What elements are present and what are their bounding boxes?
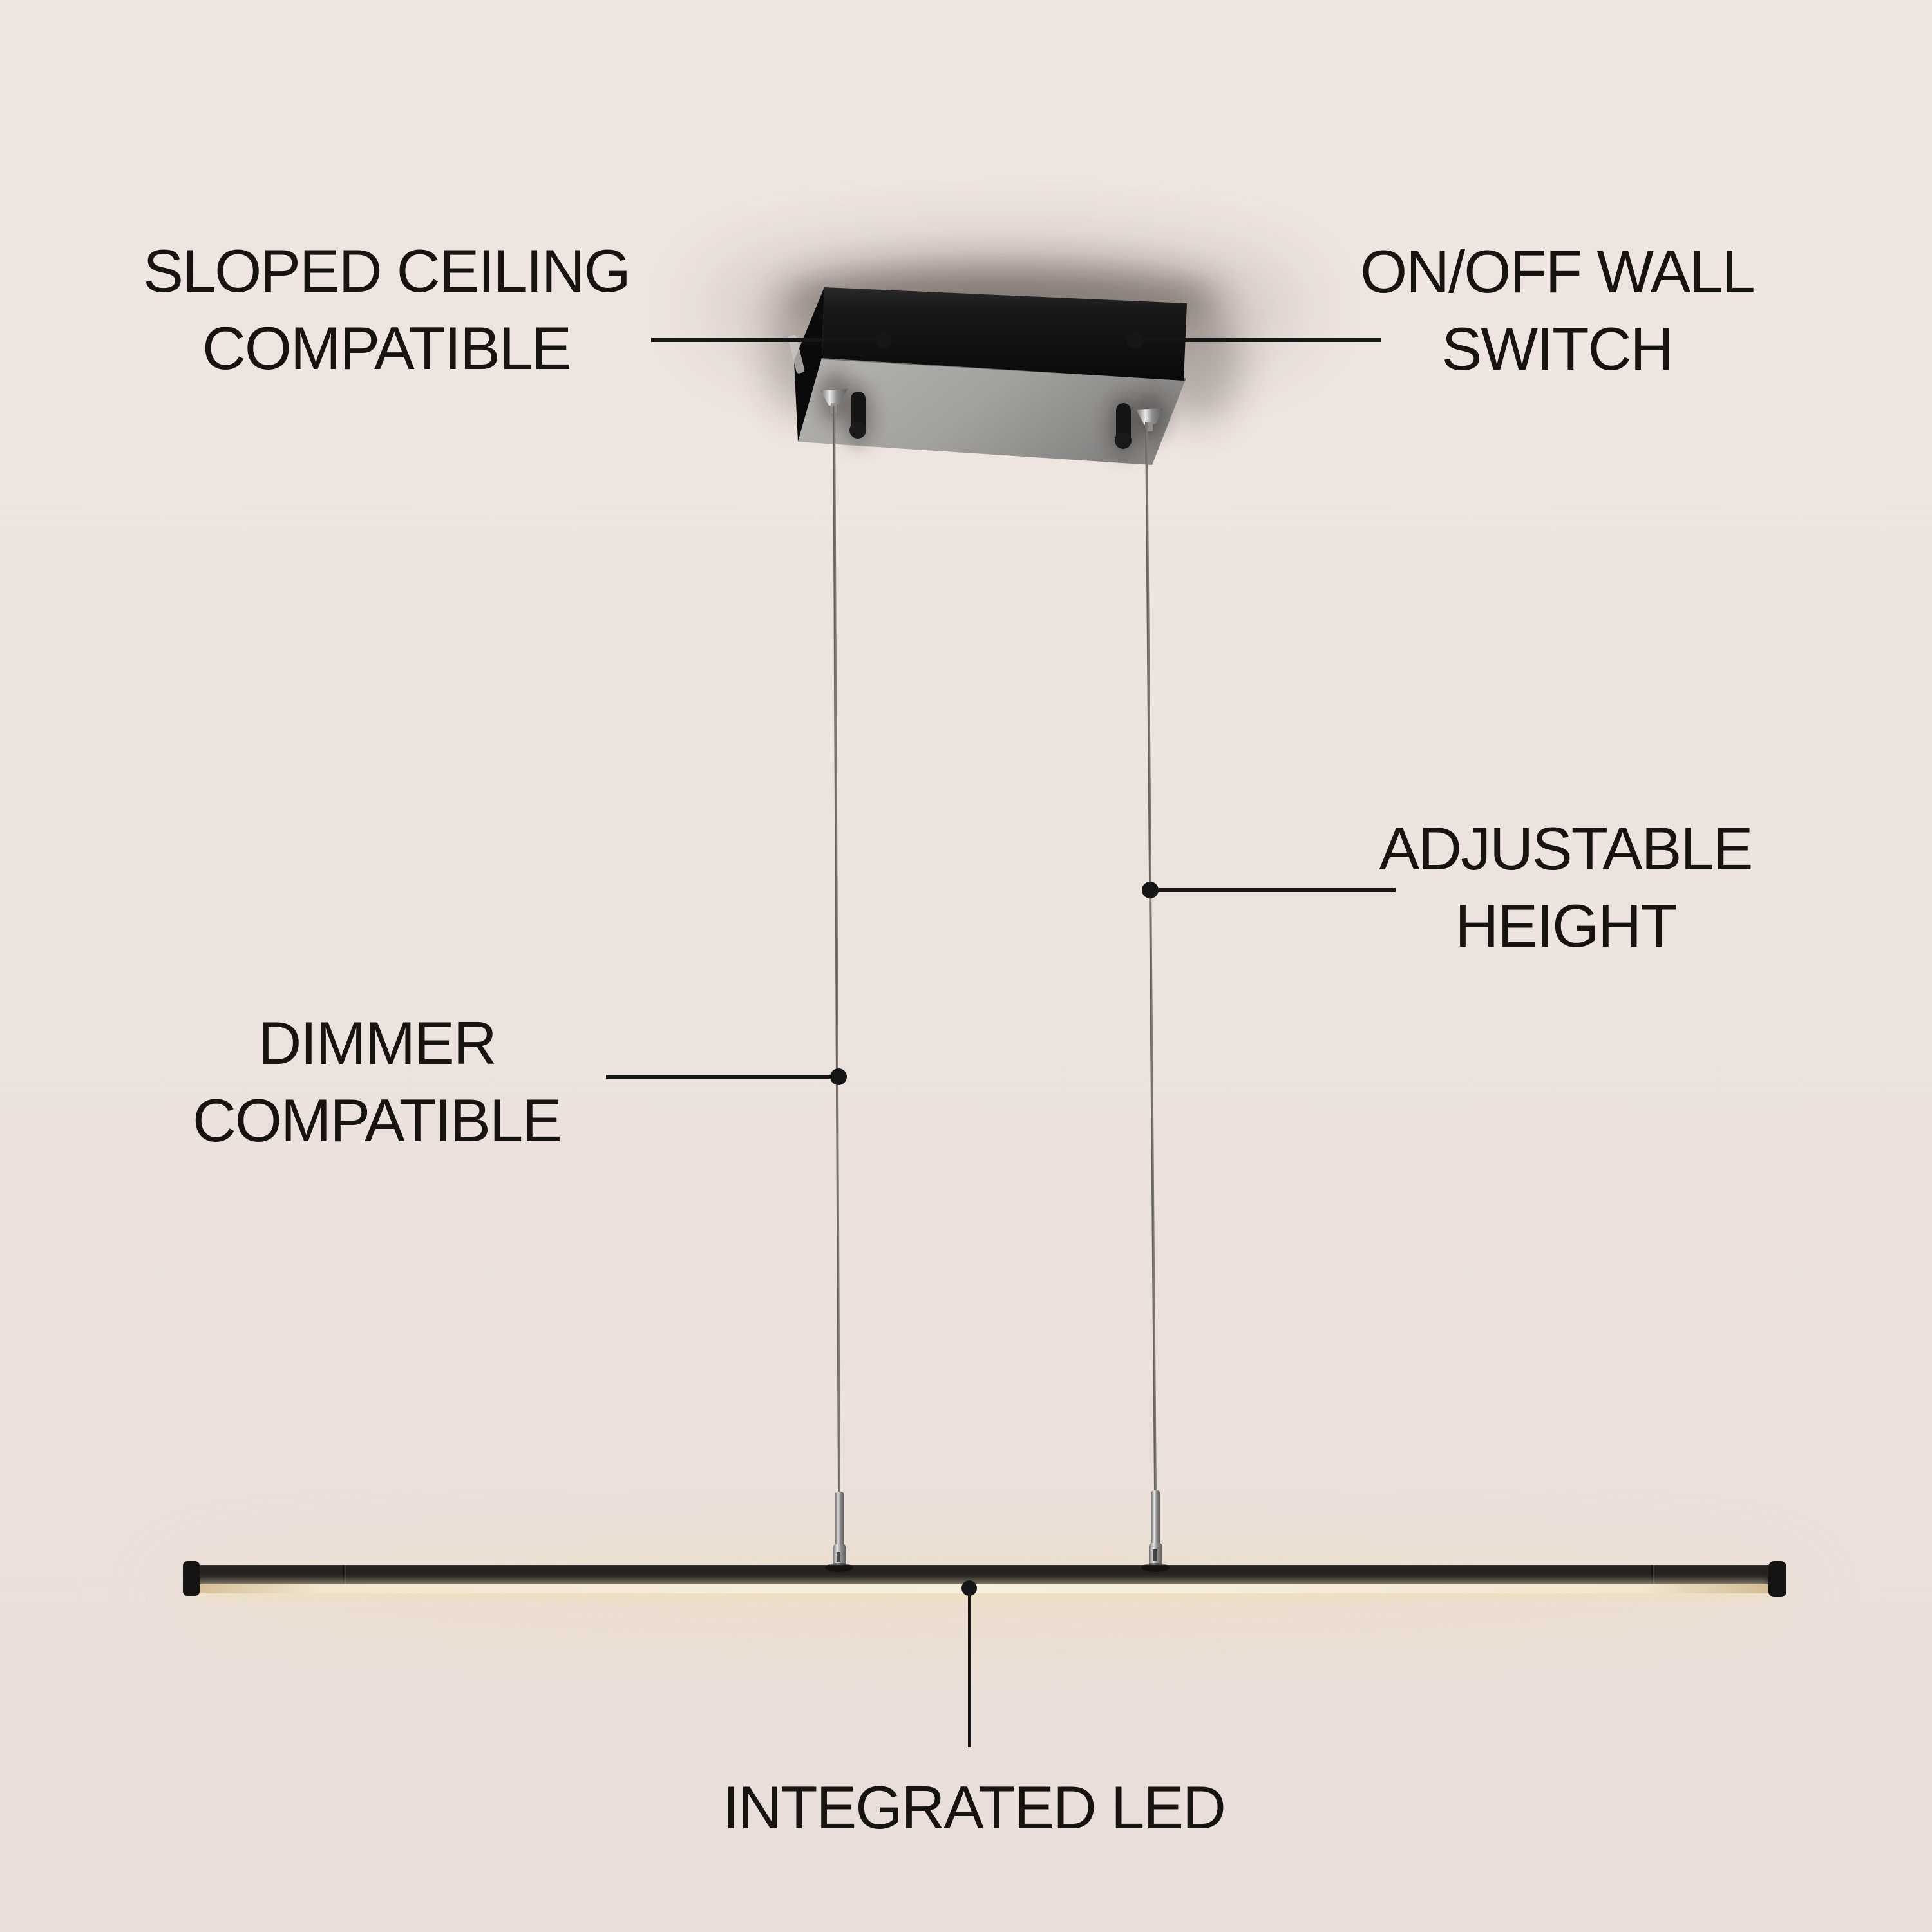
canopy-front-face [822,287,1187,381]
led-bar [183,1561,1786,1597]
leader-on-off-wall-switch [1126,332,1381,348]
callout-line: SLOPED CEILING [143,237,631,305]
callout-integrated-led-label: INTEGRATED LED [723,1769,1226,1846]
led-bar-endcap-right [1768,1561,1786,1597]
canopy-underside [798,358,1186,465]
callout-leaders [606,332,1396,1747]
cable-screw-left [820,389,848,406]
canopy-side-label [788,335,805,374]
callout-dimmer-compatible-label: DIMMER COMPATIBLE [193,1005,562,1159]
callout-line: INTEGRATED LED [723,1774,1226,1841]
callout-line: SWITCH [1441,315,1674,383]
leader-dimmer-compatible [606,1068,847,1085]
callout-sloped-ceiling-label: SLOPED CEILING COMPATIBLE [143,232,631,387]
callout-line: COMPATIBLE [193,1086,562,1154]
callout-line: ON/OFF WALL [1360,238,1756,305]
canopy-fittings [818,371,1167,456]
bar-connectors [833,1490,1162,1567]
leader-dot [876,332,893,348]
canopy-left-end-face [794,287,824,442]
suspension-cable-left [833,405,840,1495]
leader-dot [1142,882,1159,898]
callout-adjustable-height-label: ADJUSTABLE HEIGHT [1379,810,1754,965]
callout-line: HEIGHT [1455,892,1677,960]
led-strip [194,1584,1770,1593]
callout-line: DIMMER [258,1009,497,1077]
callout-line: ADJUSTABLE [1379,815,1754,882]
suspension-cables [833,405,1157,1495]
leader-sloped-ceiling [651,332,893,348]
connector-rod-right [1151,1490,1160,1547]
leader-dot [830,1068,847,1085]
callout-line: COMPATIBLE [202,314,572,382]
connector-rod-left [835,1492,844,1549]
ceiling-canopy [788,287,1187,465]
leader-dot [961,1580,977,1596]
callout-on-off-wall-switch-label: ON/OFF WALL SWITCH [1360,233,1756,388]
suspension-cable-right [1145,421,1157,1493]
led-bar-endcap-left [183,1561,200,1596]
leader-dot [1126,332,1143,348]
leader-adjustable-height [1142,882,1396,898]
cable-screw-right [1136,408,1163,425]
leader-integrated-led [961,1580,977,1747]
